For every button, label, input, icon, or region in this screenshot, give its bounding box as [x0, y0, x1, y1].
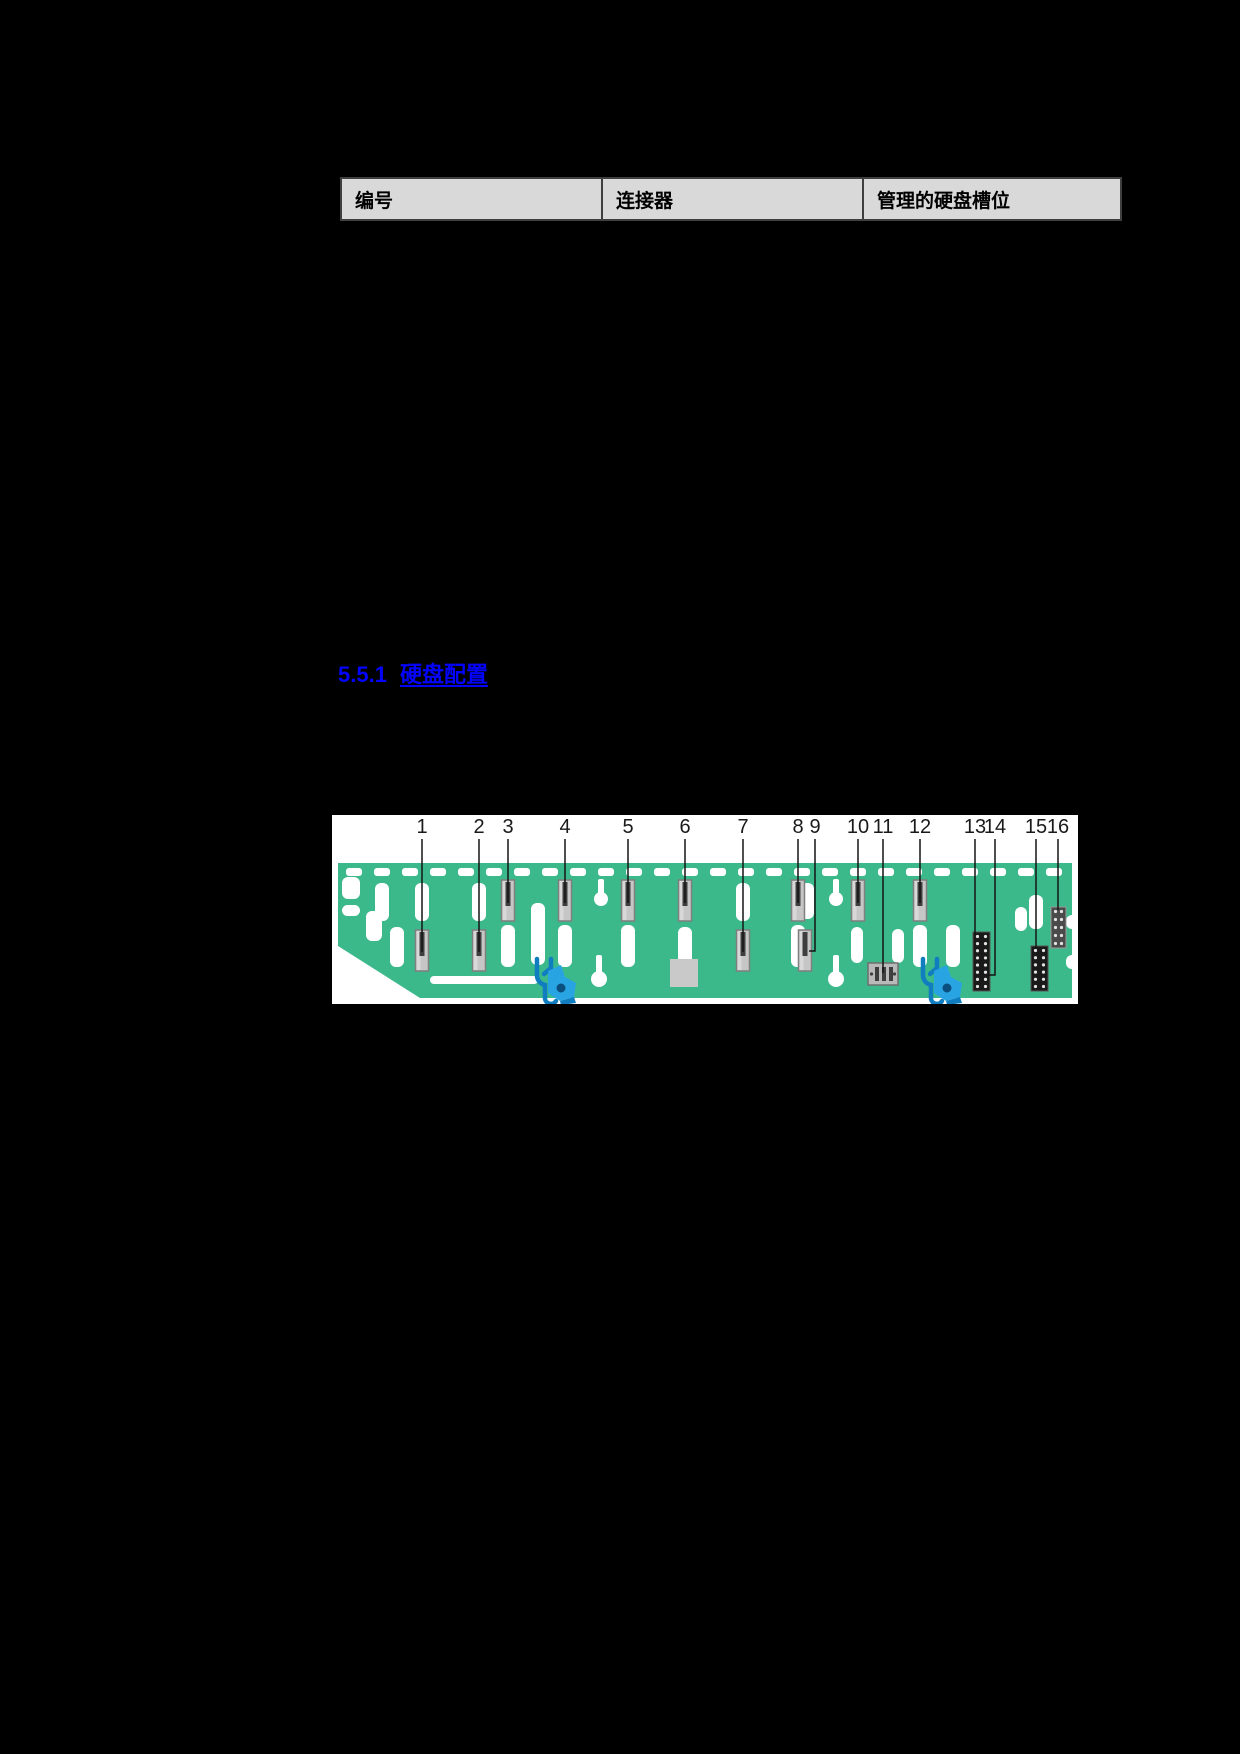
callout-leader-line — [809, 839, 816, 952]
section-title-link[interactable]: 硬盘配置 — [399, 662, 488, 687]
callout-number: 2 — [473, 816, 484, 838]
callout-12: 12 — [909, 816, 931, 903]
table-header-connector: 连接器 — [603, 179, 864, 219]
callout-number: 10 — [847, 816, 869, 838]
callout-16: 16 — [1047, 816, 1069, 910]
pin-header-1 — [1030, 945, 1049, 992]
power-connector-11 — [867, 962, 899, 986]
callout-6: 6 — [679, 816, 691, 903]
callout-15: 15 — [1025, 816, 1047, 949]
board-top-slot-row — [346, 868, 1062, 876]
callout-1: 1 — [416, 816, 428, 952]
callout-number: 13 — [964, 816, 986, 838]
pin-header-0 — [972, 931, 991, 992]
callout-7: 7 — [737, 816, 749, 952]
callout-number: 9 — [809, 816, 820, 838]
callout-number: 14 — [984, 816, 1006, 838]
callout-number: 3 — [502, 816, 513, 838]
callout-8: 8 — [792, 816, 804, 903]
section-heading: 5.5.1 硬盘配置 — [338, 657, 488, 689]
callout-number: 1 — [416, 816, 427, 838]
callout-leader-line — [988, 839, 996, 976]
blue-release-latch-0 — [534, 956, 576, 1004]
board-pad-square — [670, 959, 698, 987]
callout-14: 14 — [984, 816, 1006, 976]
callout-3: 3 — [502, 816, 514, 903]
callout-number: 7 — [737, 816, 748, 838]
blue-release-latch-1 — [920, 956, 962, 1004]
table-header-number: 编号 — [342, 179, 603, 219]
callout-number: 11 — [873, 816, 894, 838]
callout-number: 15 — [1025, 816, 1047, 838]
callout-number: 5 — [622, 816, 633, 838]
section-number: 5.5.1 — [338, 662, 387, 687]
callout-10: 10 — [847, 816, 869, 903]
callout-number: 16 — [1047, 816, 1069, 838]
callout-5: 5 — [622, 816, 634, 903]
callout-number: 6 — [679, 816, 690, 838]
callout-4: 4 — [559, 816, 571, 903]
callout-2: 2 — [473, 816, 485, 952]
table-header-managed-slots: 管理的硬盘槽位 — [877, 190, 1011, 212]
callout-number: 12 — [909, 816, 931, 838]
screw-hole-cutouts — [591, 879, 844, 987]
callout-number: 4 — [559, 816, 570, 838]
callout-13: 13 — [964, 816, 986, 935]
callout-number: 8 — [792, 816, 803, 838]
pin-header-2 — [1050, 906, 1067, 949]
callout-11: 11 — [873, 816, 894, 973]
table-header-row: 编号 连接器 管理的硬盘槽位 — [340, 177, 1122, 221]
callout-9: 9 — [809, 816, 821, 952]
